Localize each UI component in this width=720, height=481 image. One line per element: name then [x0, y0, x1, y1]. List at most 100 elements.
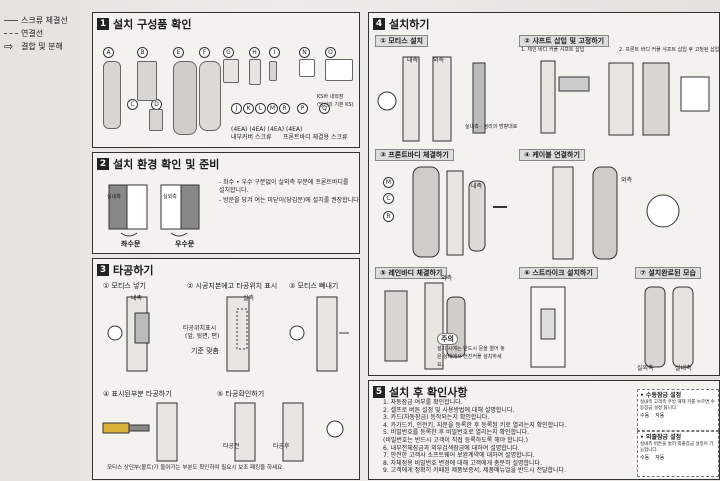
box1-title: • 수동잠금 설정: [640, 392, 682, 399]
front-body-drawing: [173, 61, 197, 135]
legend-arrow: 결합 및 분해: [21, 42, 63, 51]
part-marker: I: [269, 47, 280, 58]
note-a: 실내측 · 정리의 방향대로: [465, 124, 518, 130]
exterior-body-drawing: [103, 61, 121, 129]
section-title: 설치 구성품 확인: [113, 18, 192, 31]
section-title: 타공하기: [113, 264, 154, 277]
step-3-2: ② 시공지본에고 타공위치 표시: [187, 282, 278, 290]
screw-counts: (4EA) (4EA) (4EA) (4EA): [231, 126, 359, 134]
section-number: 1: [97, 18, 109, 30]
part-marker: B: [137, 47, 148, 58]
rear-body-drawing: [199, 61, 221, 131]
strike-box-drawing: [249, 59, 261, 85]
drilling-note: 모티스 상단부(볼트)가 들어가는 부분도 확인하여 필요시 보조 패킹을 하세…: [107, 465, 284, 471]
check-item: 5. 비밀번호를 등록한 후 비밀번호로 열리는지 확인합니다.: [383, 429, 530, 437]
sub-a: 1. 체인 바디 커플 샤프트 삽입: [521, 47, 585, 53]
rearbody-strike-diagram: [384, 282, 694, 370]
section-drilling: 3 타공하기 ① 모티스 넣기 ② 시공지본에고 타공위치 표시 ③ 모티스 빼내…: [92, 258, 360, 480]
mortise-drawing: [137, 61, 157, 101]
section-title: 설치하기: [389, 18, 430, 31]
part-marker: R: [279, 103, 290, 114]
part-marker: K: [243, 103, 254, 114]
manual-lock-box: • 수동잠금 설정 실내측 고객측 주방 해제 키를 누르면 수동잠금 설정 됩…: [637, 389, 719, 431]
part-marker: L: [255, 103, 266, 114]
label-inner: 내측: [131, 295, 143, 302]
template-sheet-drawing: [325, 59, 353, 81]
step-4-6: ⑥ 스트라이크 설치하기: [519, 267, 598, 279]
box1-mark-b: 자동: [655, 413, 665, 419]
label-right-door: 우수문: [175, 240, 195, 248]
caption-front-screws: 프론트바디 체결용 스크류: [283, 134, 348, 141]
step-3-4: ④ 표시된부분 타공하기: [103, 390, 172, 398]
part-marker: H: [249, 47, 260, 58]
legend-solid: 스크류 체결선: [21, 16, 68, 25]
count-k: (4EA): [249, 126, 266, 133]
solid-line-icon: [4, 20, 18, 21]
label-outdoor: 실외측: [637, 365, 654, 372]
drilling-result-diagram: [102, 402, 344, 462]
shaft-drawing: [269, 61, 277, 81]
sub-b: 2. 프론트 바디 커플 샤프트 삽입 후 고정된 삽입: [619, 47, 720, 53]
caution-text: 설치 시에는 반드시 문을 열어 놓은 상태에서 전진커플 설치하세요.: [437, 346, 505, 368]
part-marker: C: [127, 99, 138, 110]
label-baseline: 기준 맞춤: [191, 347, 219, 355]
part-marker: O: [325, 47, 336, 58]
caution-title: 주의: [437, 333, 458, 345]
label-indoor: 실내측: [675, 365, 692, 372]
step-4-4: ④ 케이블 연결하기: [519, 149, 585, 161]
line-legend: 스크류 체결선 연결선 ⇨결합 및 분해: [4, 14, 86, 53]
label-before-drill: 타공전: [223, 443, 240, 450]
label-outer-41: 외측: [433, 57, 445, 64]
part-marker: A: [103, 47, 114, 58]
box2-mark-a: 수동: [640, 455, 650, 461]
section-number: 2: [97, 158, 109, 170]
count-j: (4EA): [231, 126, 248, 133]
check-item: 4. 카가드키, 인전키, 지문을 등록한 후 등록된 키로 열리는지 확인합니…: [383, 421, 567, 429]
part-marker: F: [199, 47, 210, 58]
label-hole-mark-sub: (앞, 뒷면, 편): [185, 333, 220, 340]
part-marker: Q: [319, 103, 330, 114]
section-number: 4: [373, 18, 385, 30]
check-item: 7. 안전한 고객사 소프트웨어 보완계약에 대하여 설명합니다.: [383, 452, 535, 460]
marker-c: C: [383, 193, 394, 204]
box1-mark-a: 수동: [640, 413, 650, 419]
label-hole-mark: 타공위치표시: [183, 325, 217, 332]
dashed-line-icon: [4, 33, 18, 34]
caption-screws: 내부커버 스크류: [231, 134, 272, 141]
label-outer: 실측: [243, 295, 255, 302]
step-4-1: ① 모티스 설치: [375, 35, 429, 47]
check-item: (비밀번호는 반드시 고객이 직접 등록하도록 해야 합니다.): [383, 437, 528, 444]
legend-dashed: 연결선: [21, 29, 44, 38]
check-item: 2. 셀프로 버튼 설정 및 사용방법에 대해 설명합니다.: [383, 406, 515, 414]
label-after-drill: 타공후: [273, 443, 290, 450]
section-number: 3: [97, 264, 109, 276]
part-marker: N: [299, 47, 310, 58]
env-bullet-1b: 설치합니다.: [219, 187, 249, 194]
frontbody-cable-diagram: [412, 166, 680, 260]
box2-mark-b: 자동: [655, 455, 665, 461]
drilling-steps-diagram: [107, 296, 349, 372]
step-3-1: ① 모티스 넣기: [103, 282, 146, 290]
box2-text: 실내측 버튼을 눌러 외출잠금 설정이 가능합니다.: [640, 442, 714, 453]
count-m: (4EA): [285, 126, 303, 133]
step-4-5: ⑤ 레인바디 체결하기: [375, 267, 448, 279]
caption-ks-sub: (당신의 기본 KS): [317, 102, 354, 108]
env-bullet-1: - 좌수 • 우수 구분없이 실외측 부분에 프론트바디를: [219, 179, 349, 186]
label-left-door: 좌수문: [121, 240, 141, 248]
check-item: 3. 카드(자동잠금) 등작되는지 확인합니다.: [383, 414, 490, 422]
step-3-5: ⑤ 타공확인하기: [217, 390, 265, 398]
label-inside-left: 실내측: [107, 194, 121, 200]
section-title: 설치 후 확인사항: [389, 386, 468, 399]
part-marker: M: [267, 103, 278, 114]
count-l: (4EA): [267, 126, 285, 133]
part-marker: J: [231, 103, 242, 114]
step-3-3: ③ 모티스 빼내기: [289, 282, 339, 290]
label-inner-43: 내측: [471, 183, 483, 190]
part-marker: P: [297, 103, 308, 114]
spacer-drawing: [149, 109, 163, 131]
